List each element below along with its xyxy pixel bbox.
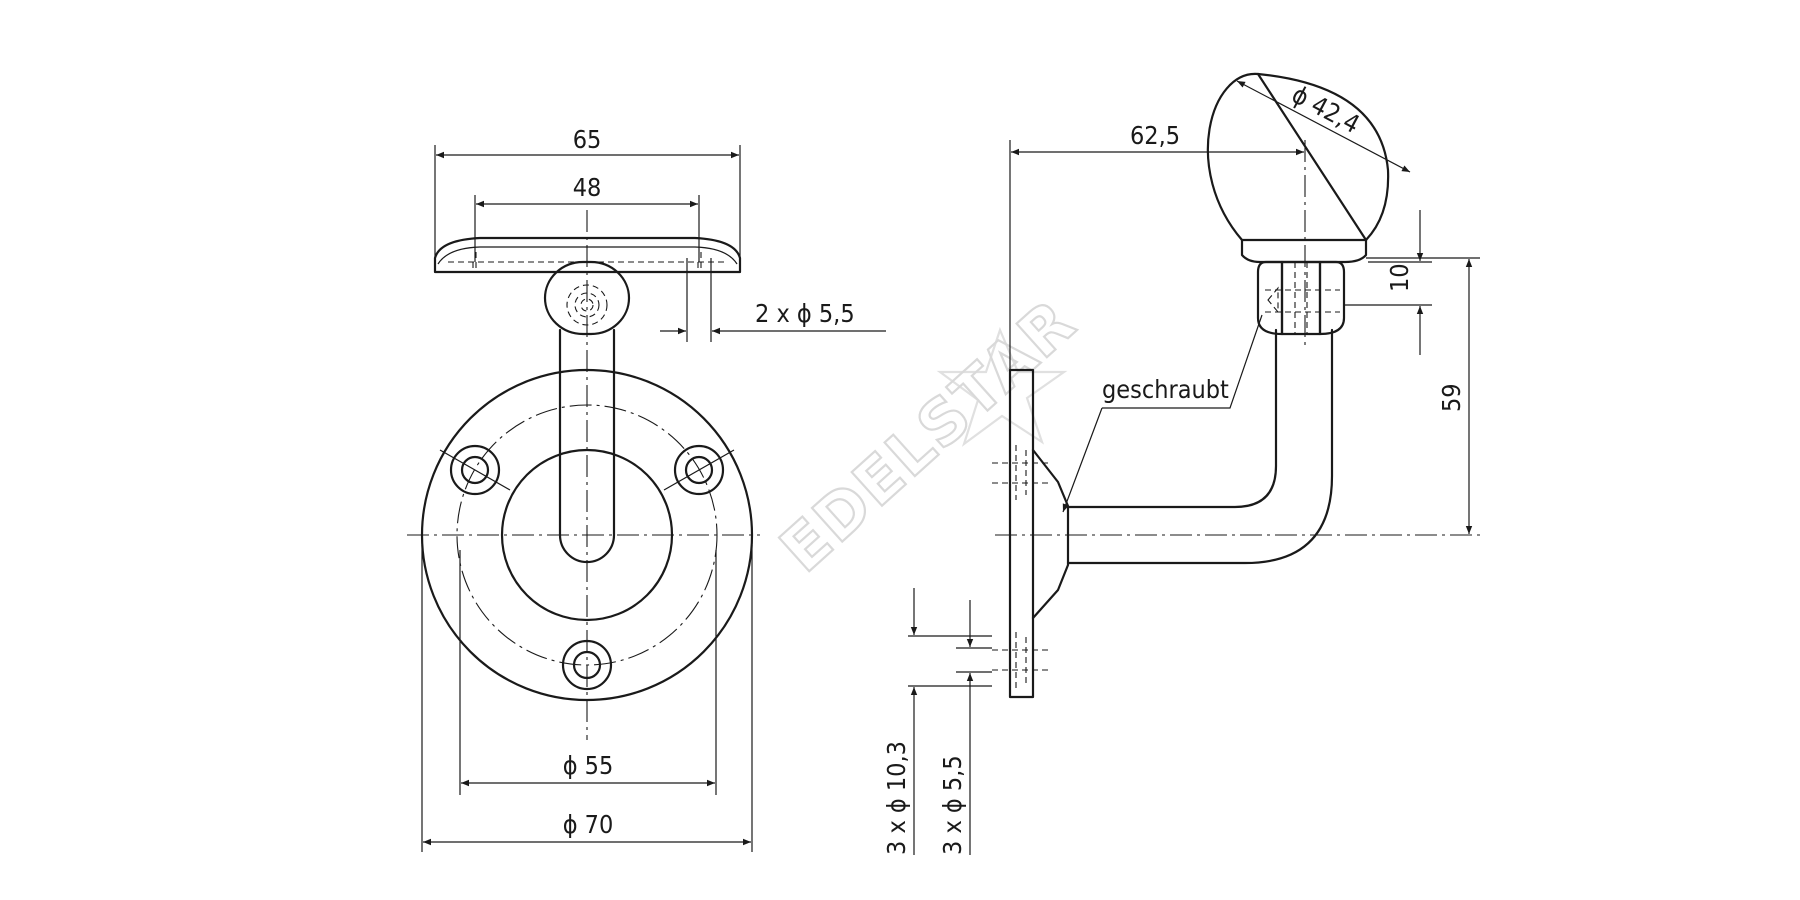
plate-hole-lower	[992, 632, 1050, 688]
label-65: 65	[573, 125, 602, 154]
flange-hole-bottom	[561, 639, 613, 691]
label-inner-holes: 3 x ϕ 5,5	[938, 755, 967, 855]
dimension-height: 59	[1366, 257, 1480, 534]
bolt-circle	[456, 404, 718, 666]
label-saddle-height: 10	[1385, 263, 1414, 292]
dimension-saddle-height: 10	[1345, 210, 1432, 355]
label-top-holes: 2 x ϕ 5,5	[755, 299, 855, 328]
label-48: 48	[573, 173, 602, 202]
flange-boss-circle	[500, 448, 674, 622]
arm-inner-edge	[1066, 328, 1278, 509]
saddle-plate	[433, 236, 742, 274]
front-view: 65 48 2 x ϕ 5,5 ϕ 55	[407, 125, 886, 852]
plate-hole-upper	[992, 445, 1050, 500]
support-arm	[558, 328, 616, 564]
rail-saddle	[1240, 238, 1368, 264]
flange-outer-circle	[420, 368, 754, 702]
label-height: 59	[1437, 383, 1466, 412]
watermark-logo: EDELSTAR	[765, 284, 1091, 588]
flange-hole-right	[663, 444, 735, 496]
arm-outer-edge	[1066, 328, 1334, 565]
label-bolt-circle: ϕ 55	[563, 751, 614, 780]
dimension-top-holes: 2 x ϕ 5,5	[660, 258, 886, 342]
joint-knuckle	[543, 260, 631, 336]
handrail-profile	[1206, 72, 1368, 242]
dimension-hole-spacing: 48	[474, 173, 700, 262]
flange-hole-left	[439, 444, 511, 496]
wall-plate	[1008, 368, 1035, 699]
label-offset: 62,5	[1130, 121, 1180, 150]
dimension-flange: ϕ 70	[421, 545, 753, 852]
note-screwed: geschraubt	[1062, 314, 1263, 513]
label-screwed: geschraubt	[1102, 375, 1229, 404]
screwed-joint	[1256, 260, 1346, 336]
dimension-plate-width: 65	[434, 125, 741, 262]
flange-cone	[1031, 448, 1070, 620]
dimension-bolt-circle: ϕ 55	[459, 550, 717, 795]
dimension-rail-diameter: ϕ 42,4	[1236, 80, 1411, 173]
label-outer-holes: 3 x ϕ 10,3	[882, 741, 911, 855]
side-view: 62,5 ϕ 42,4 10 59 geschraubt	[882, 72, 1480, 855]
dimension-plate-holes: 3 x ϕ 10,3 3 x ϕ 5,5	[882, 588, 992, 855]
label-flange: ϕ 70	[563, 810, 614, 839]
watermark-text: EDELSTAR	[766, 285, 1089, 587]
